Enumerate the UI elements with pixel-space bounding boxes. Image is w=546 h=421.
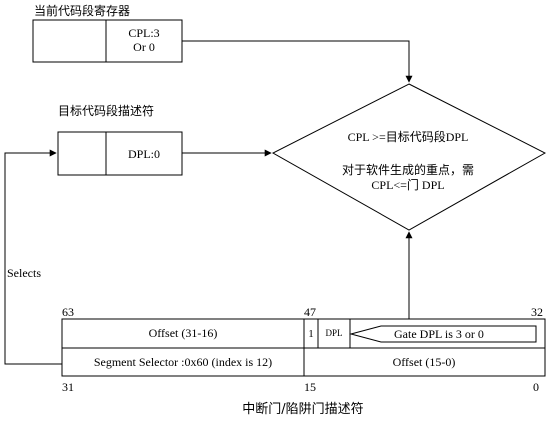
current-segment-register <box>32 19 183 63</box>
offset-high-field: Offset (31-16) <box>149 326 218 340</box>
privilege-check-diamond <box>271 83 546 231</box>
current-cpl-alt: Or 0 <box>133 40 155 54</box>
dpl-field: DPL <box>325 328 342 338</box>
bit-label-63: 63 <box>62 305 74 319</box>
gate-descriptor-table <box>61 318 546 377</box>
cpl-to-check-arrow <box>182 40 413 83</box>
bit-label-15: 15 <box>304 380 316 394</box>
selector-to-target-arrow <box>4 149 62 365</box>
software-interrupt-note: 对于软件生成的重点，需 <box>342 162 474 177</box>
gate-dpl-callout-text: Gate DPL is 3 or 0 <box>394 327 484 341</box>
present-bit-field: 1 <box>308 328 314 340</box>
gate-descriptor-caption: 中断门/陷阱门描述符 <box>242 401 363 417</box>
bit-label-31: 31 <box>62 380 74 394</box>
gate-dpl-callout <box>349 325 537 343</box>
bit-label-0: 0 <box>533 380 539 394</box>
bit-label-32: 32 <box>531 305 543 319</box>
offset-low-field: Offset (15-0) <box>393 355 456 369</box>
current-cpl-value: CPL:3 <box>128 26 159 40</box>
selects-label: Selects <box>7 266 41 280</box>
target-dpl-value: DPL:0 <box>128 147 160 161</box>
target-segment-descriptor <box>57 131 183 176</box>
privilege-check-rule: CPL >=目标代码段DPL <box>348 129 469 144</box>
bit-label-47: 47 <box>304 305 316 319</box>
current-segment-title: 当前代码段寄存器 <box>34 3 130 18</box>
target-segment-title: 目标代码段描述符 <box>58 103 154 118</box>
segment-selector-field: Segment Selector :0x60 (index is 12) <box>94 355 272 369</box>
gate-dpl-rule: CPL<=门 DPL <box>371 177 444 192</box>
